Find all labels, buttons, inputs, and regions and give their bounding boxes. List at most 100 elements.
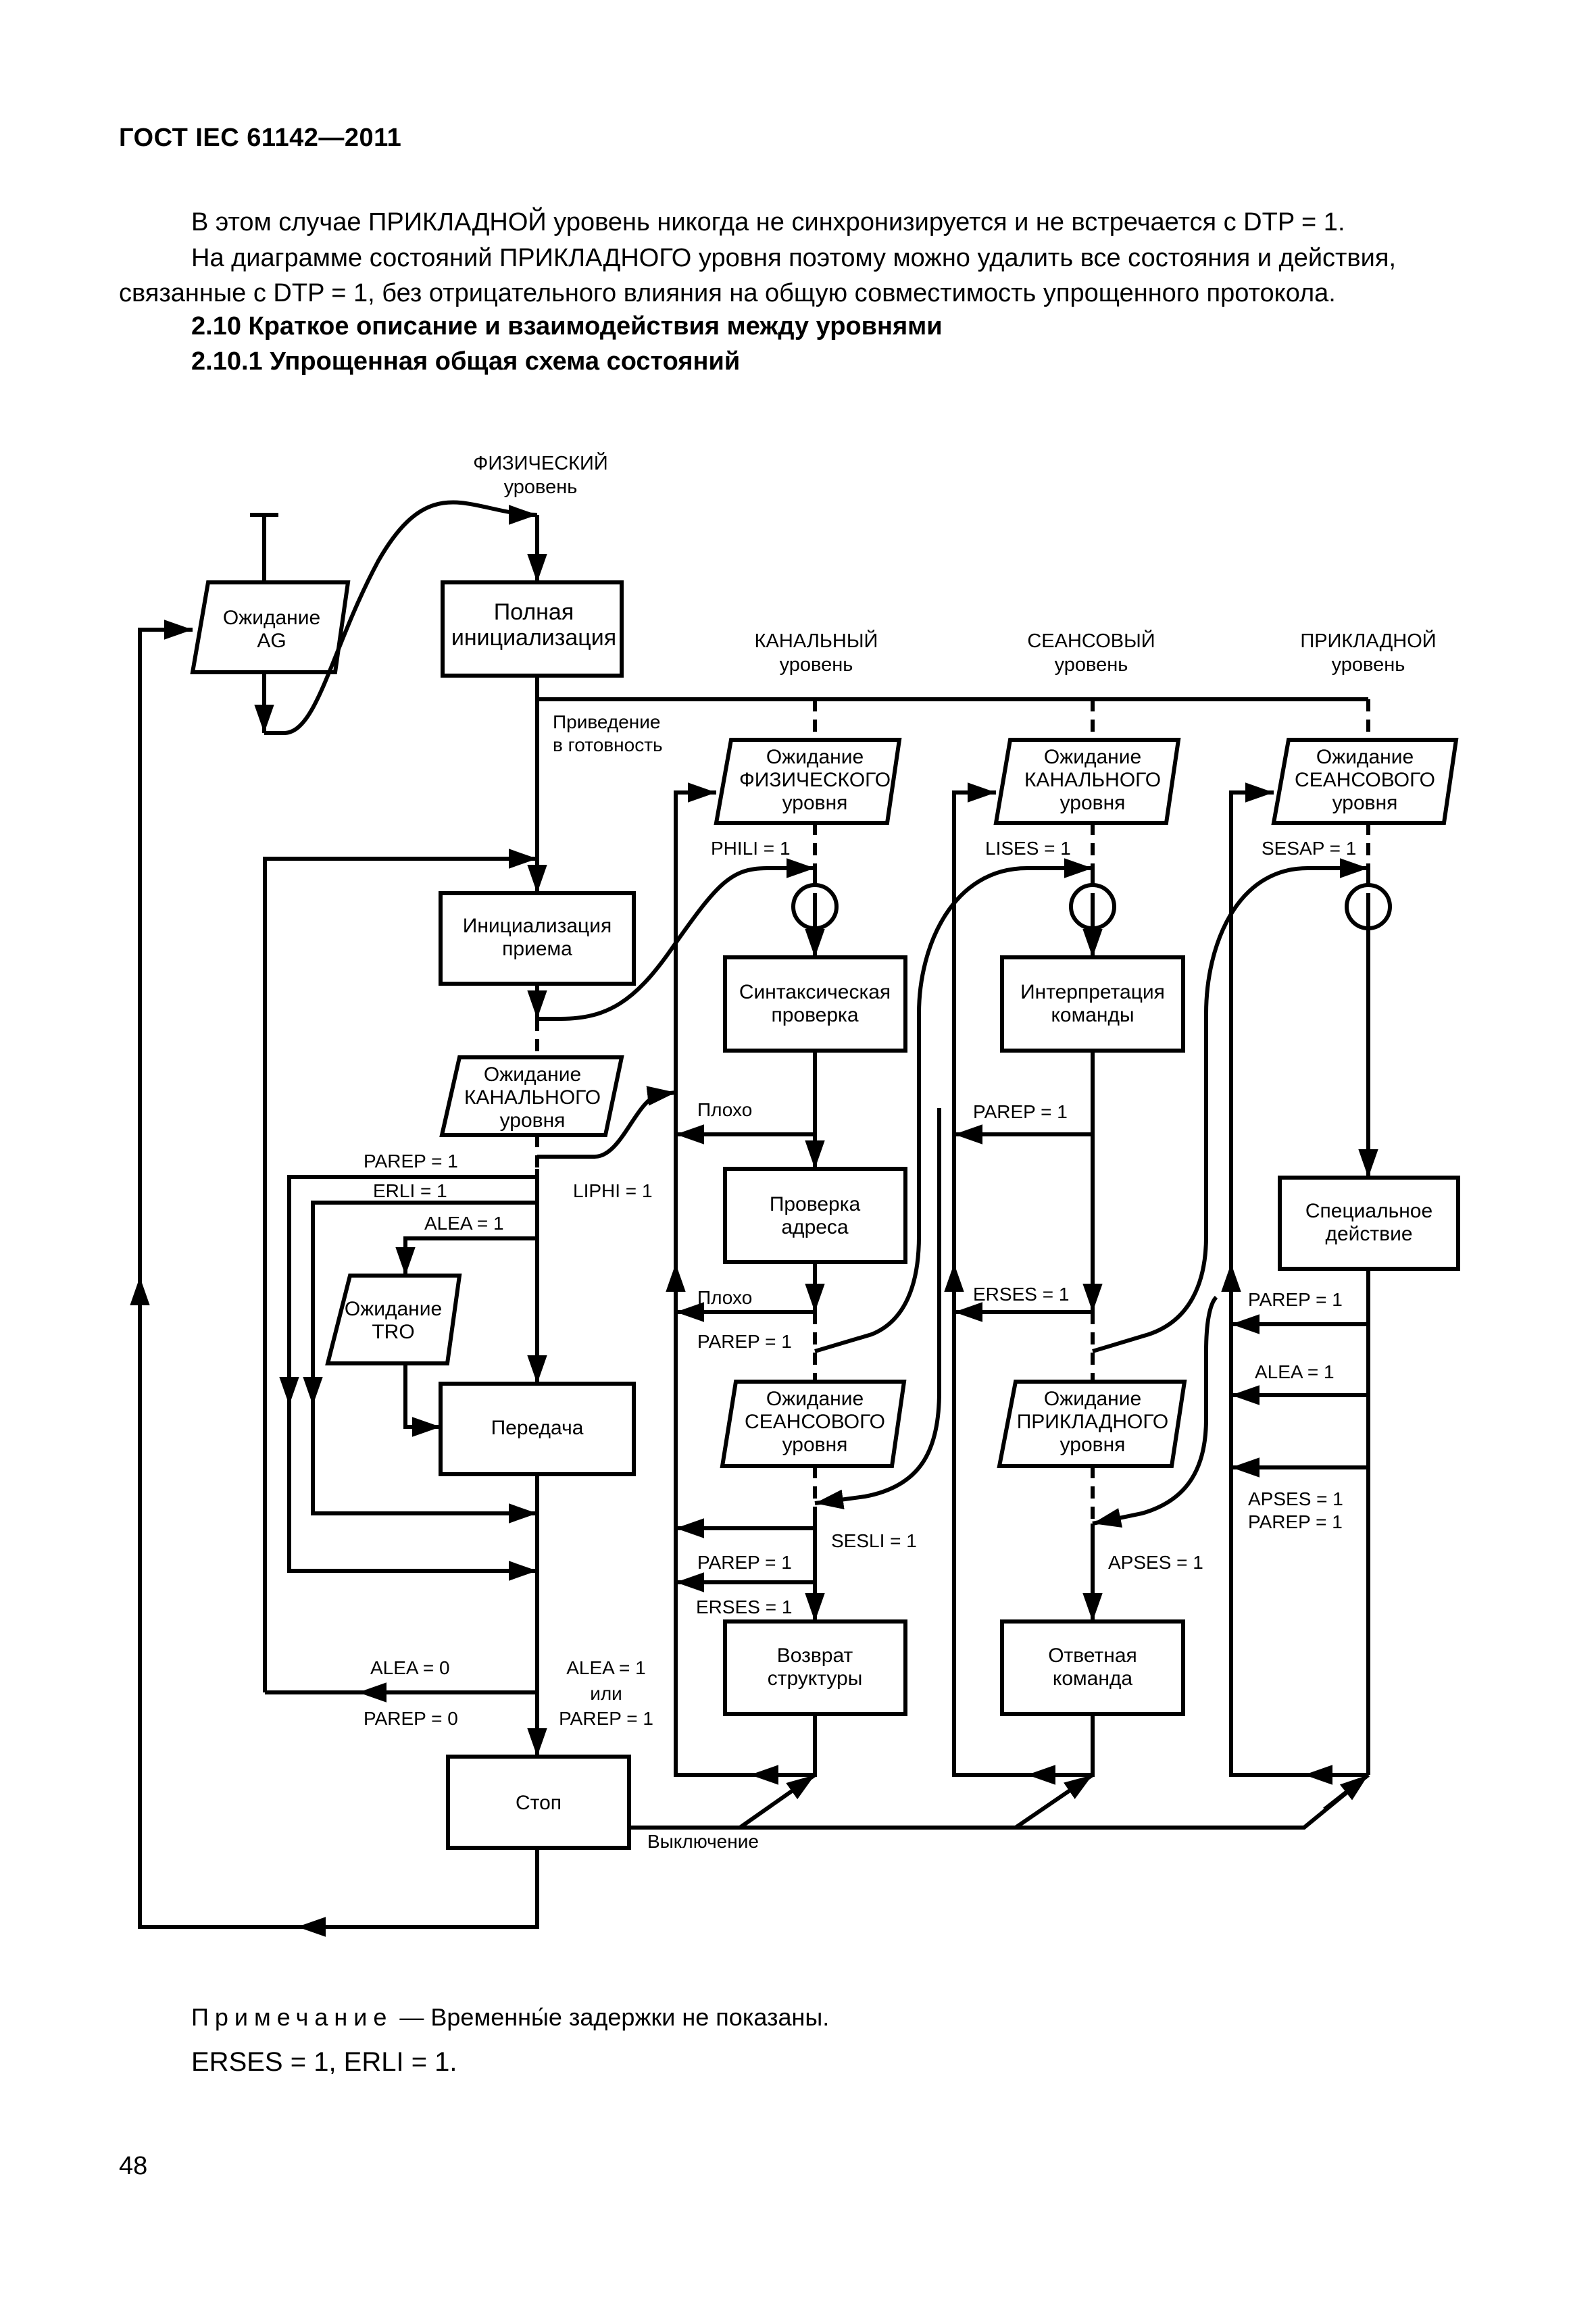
page-number: 48 (119, 2152, 148, 2180)
arrow-shutdown-app (1323, 1773, 1370, 1811)
label-alea1-left: ALEA = 1 (424, 1213, 504, 1234)
special-action-label-1: Специальное (1305, 1200, 1432, 1222)
wait-link-left-label-2: КАНАЛЬНОГО (464, 1086, 601, 1109)
wait-session-app-label-2: СЕАНСОВОГО (1295, 769, 1435, 791)
label-parep1-session: PAREP = 1 (973, 1101, 1068, 1122)
label-ready-2b: в готовность (553, 734, 663, 755)
label-erli1: ERLI = 1 (373, 1180, 447, 1201)
wait-link-left-label-3: уровня (500, 1109, 566, 1132)
state-full-init (441, 580, 624, 678)
label-parep1-left: PAREP = 1 (364, 1151, 458, 1172)
curve-to-full-init (264, 500, 538, 735)
label-ready-1: Приведение (553, 711, 660, 732)
label-parep1-link2: PAREP = 1 (697, 1552, 792, 1573)
label-alea1-or-1: ALEA = 1 (566, 1657, 646, 1678)
level-physical-title: ФИЗИЧЕСКИЙ (473, 451, 607, 474)
bus-shutdown (629, 1773, 1370, 1830)
paragraph-2-line-1: На диаграмме состояний ПРИКЛАДНОГО уровн… (191, 244, 1397, 272)
syntax-check-label-1: Синтаксическая (739, 981, 891, 1003)
wait-link-label-3: уровня (1060, 792, 1126, 814)
note-line-2: ERSES = 1, ERLI = 1. (191, 2047, 457, 2077)
wait-link-label-2: КАНАЛЬНОГО (1024, 769, 1161, 791)
arrow-tro-to-transmit (403, 1363, 441, 1437)
loop-link-return (674, 782, 817, 1777)
address-check-label-1: Проверка (770, 1193, 861, 1215)
loop-alea0-to-rx-init (263, 849, 537, 1692)
loop-session-return (952, 782, 1095, 1777)
transmit-label: Передача (491, 1417, 584, 1439)
label-erses1-link: ERSES = 1 (696, 1596, 792, 1617)
wait-tro-label-1: Ожидание (345, 1298, 442, 1320)
curve-session-to-link (814, 1108, 941, 1509)
note-label: Примечание (191, 2003, 393, 2031)
wait-link-left-label-1: Ожидание (484, 1063, 581, 1086)
wait-session-app-label-3: уровня (1332, 792, 1398, 814)
label-alea1-or-2: или (590, 1683, 622, 1704)
level-link-title: КАНАЛЬНЫЙ (755, 629, 878, 652)
level-application-sub: уровень (1332, 654, 1405, 676)
state-wait-ag (190, 580, 351, 674)
subsection-heading: 2.10.1 Упрощенная общая схема состояний (191, 347, 741, 376)
label-alea1-or-3: PAREP = 1 (559, 1708, 653, 1729)
return-structure-label-2: структуры (768, 1667, 863, 1690)
arrow-alea1-to-tro (395, 1236, 537, 1276)
wait-tro-label-2: TRO (372, 1321, 414, 1343)
wait-physical-label-2: ФИЗИЧЕСКОГО (739, 769, 891, 791)
arrow-shutdown-link (739, 1773, 816, 1830)
state-wait-session-app (1271, 738, 1459, 825)
label-liphi1: LIPHI = 1 (573, 1180, 653, 1201)
full-init-label-2: инициализация (451, 625, 616, 651)
loop-stop-to-wait-ag (138, 620, 539, 1929)
label-apses1: APSES = 1 (1108, 1552, 1203, 1573)
level-link-sub: уровень (780, 654, 853, 676)
curve-to-link-return (537, 1086, 676, 1159)
label-erses1-session: ERSES = 1 (973, 1284, 1069, 1305)
label-sesli1: SESLI = 1 (831, 1530, 917, 1551)
note-line-1: Примечание — Временны́е задержки не пока… (191, 2003, 829, 2032)
label-sesap1: SESAP = 1 (1262, 838, 1356, 859)
label-bad-1: Плохо (697, 1099, 752, 1120)
label-parep1-app2: PAREP = 1 (1248, 1511, 1343, 1532)
section-heading: 2.10 Краткое описание и взаимодействия м… (191, 312, 943, 341)
curve-rx-to-phili (537, 866, 815, 1021)
curve-app-to-session (1092, 1295, 1218, 1528)
rx-init-label-1: Инициализация (463, 915, 612, 937)
loop-erli1 (311, 1201, 537, 1524)
label-bad-2: Плохо (697, 1287, 752, 1308)
full-init-label-1: Полная (494, 599, 574, 625)
wait-session-label-3: уровня (782, 1434, 848, 1456)
level-session-title: СЕАНСОВЫЙ (1027, 629, 1155, 652)
label-lises1: LISES = 1 (985, 838, 1071, 859)
wait-ag-label-1: Ожидание (223, 607, 320, 629)
syntax-check-label-2: проверка (771, 1004, 858, 1026)
wait-session-app-label-1: Ожидание (1316, 746, 1414, 768)
interpret-cmd-label-1: Интерпретация (1020, 981, 1165, 1003)
stop-label: Стоп (516, 1792, 562, 1814)
wait-application-label-1: Ожидание (1044, 1388, 1141, 1410)
wait-physical-label-3: уровня (782, 792, 848, 814)
arrow-shutdown-session (1014, 1773, 1094, 1830)
rx-init-label-2: приема (502, 938, 572, 960)
address-check-label-2: адреса (781, 1216, 849, 1238)
state-wait-physical (714, 738, 902, 825)
state-address-check (723, 1167, 907, 1264)
label-shutdown: Выключение (647, 1831, 759, 1852)
label-parep0: PAREP = 0 (364, 1708, 458, 1729)
curve-link-to-lises (814, 866, 1093, 1353)
return-structure-label-1: Возврат (777, 1644, 853, 1667)
wait-session-label-1: Ожидание (766, 1388, 864, 1410)
state-wait-session (720, 1380, 907, 1468)
interpret-cmd-label-2: команды (1051, 1004, 1134, 1026)
response-cmd-label-2: команда (1053, 1667, 1133, 1690)
note-text: — Временны́е задержки не показаны. (399, 2003, 830, 2031)
label-alea1-app: ALEA = 1 (1255, 1361, 1335, 1382)
level-session-sub: уровень (1055, 654, 1128, 676)
state-wait-link-left (439, 1055, 624, 1137)
paragraph-1: В этом случае ПРИКЛАДНОЙ уровень никогда… (191, 208, 1345, 236)
label-apses1-app: APSES = 1 (1248, 1488, 1343, 1509)
wait-link-label-1: Ожидание (1044, 746, 1141, 768)
document-header: ГОСТ IEC 61142—2011 (119, 124, 402, 152)
state-wait-link (993, 738, 1181, 825)
label-phili1: PHILI = 1 (711, 838, 791, 859)
